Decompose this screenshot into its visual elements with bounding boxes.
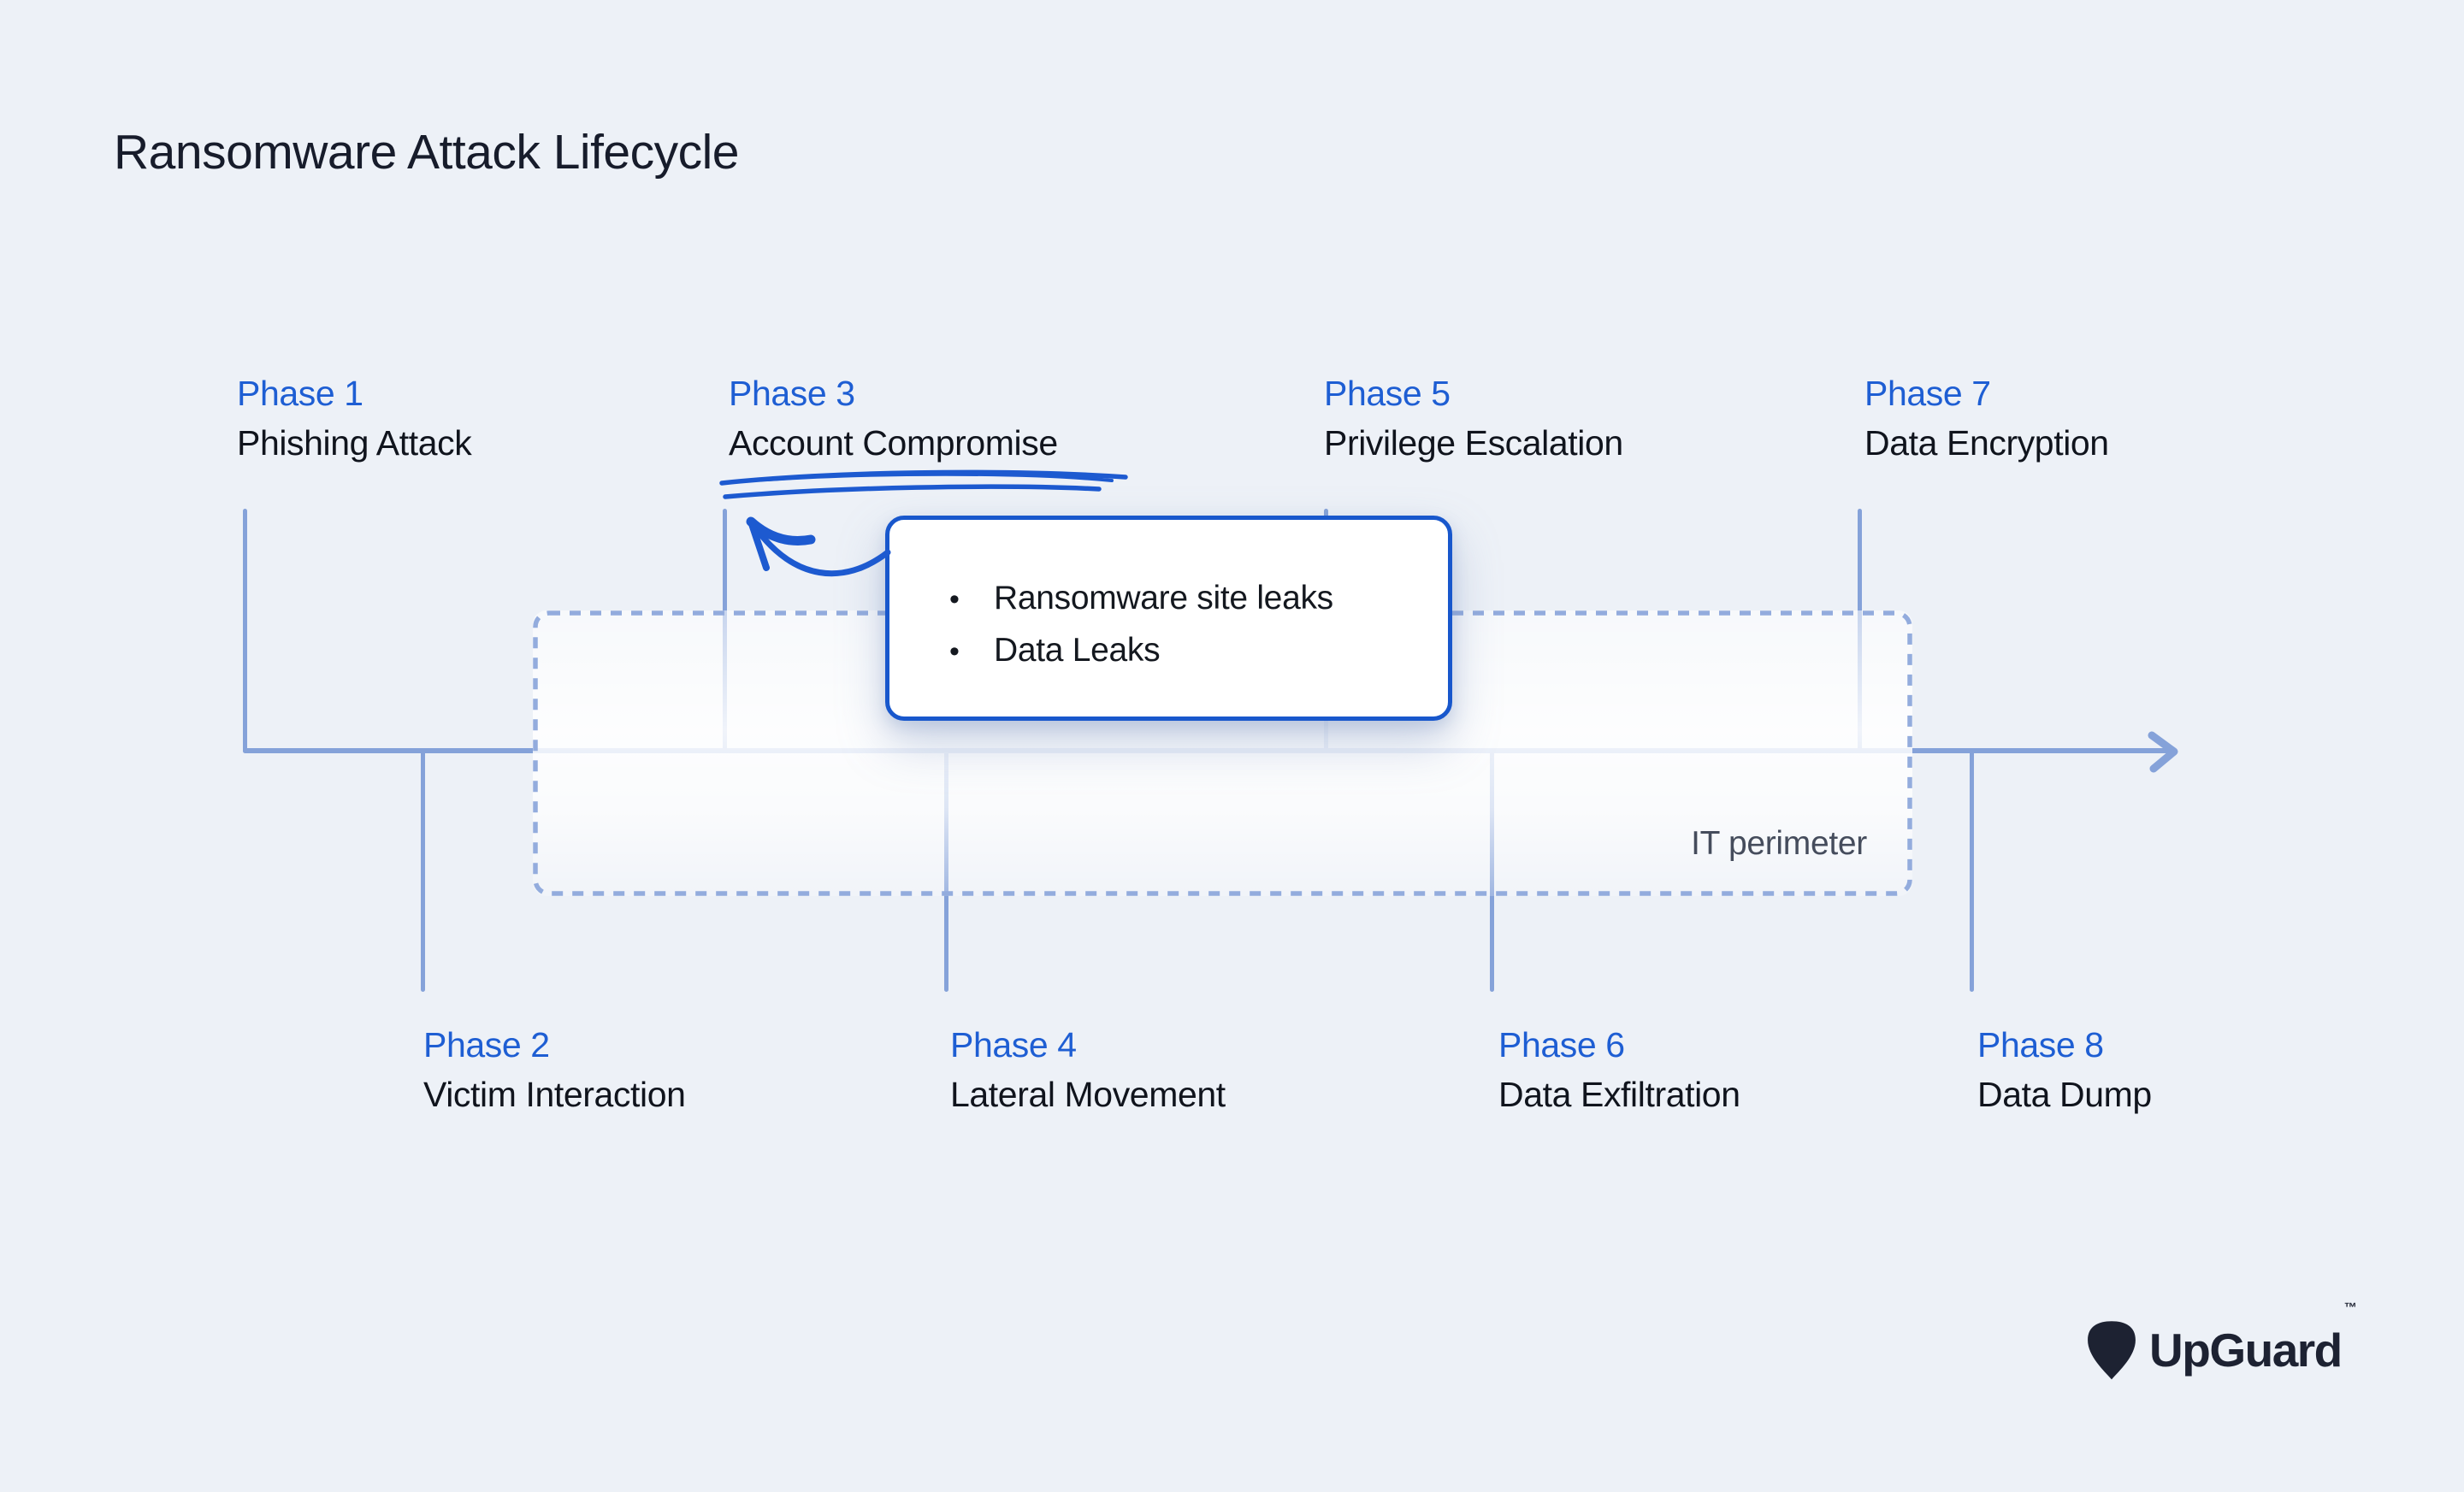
callout-item-text: Data Leaks bbox=[994, 632, 1161, 669]
phase-8-label: Phase 8 Data Dump bbox=[1977, 1028, 2152, 1112]
phase-2-label: Phase 2 Victim Interaction bbox=[423, 1028, 686, 1112]
it-perimeter-label: IT perimeter bbox=[1691, 825, 1867, 862]
phase-4-label: Phase 4 Lateral Movement bbox=[950, 1028, 1226, 1112]
bullet-icon: • bbox=[949, 635, 960, 668]
handdrawn-underline-icon bbox=[719, 469, 1128, 499]
handdrawn-arrow-icon bbox=[746, 516, 891, 577]
phase-7-label: Phase 7 Data Encryption bbox=[1864, 376, 2109, 461]
phase-3-label: Phase 3 Account Compromise bbox=[729, 376, 1058, 461]
callout-item: • Data Leaks bbox=[949, 625, 1448, 677]
callout-list: • Ransomware site leaks • Data Leaks bbox=[889, 520, 1448, 677]
callout-item: • Ransomware site leaks bbox=[949, 573, 1448, 625]
upguard-pick-icon bbox=[2088, 1321, 2136, 1380]
phase-1-name: Phishing Attack bbox=[237, 423, 472, 463]
callout-box: • Ransomware site leaks • Data Leaks bbox=[885, 516, 1452, 721]
phase-5-label: Phase 5 Privilege Escalation bbox=[1324, 376, 1623, 461]
phase-3-name: Account Compromise bbox=[729, 423, 1058, 463]
phase8-connector-line bbox=[1970, 751, 1974, 992]
trademark-symbol: ™ bbox=[2343, 1300, 2357, 1315]
upguard-logo-text: UpGuard™ bbox=[2149, 1300, 2357, 1377]
phase-1-number: Phase 1 bbox=[237, 374, 363, 413]
phase-4-name: Lateral Movement bbox=[950, 1075, 1226, 1114]
phase-2-number: Phase 2 bbox=[423, 1025, 550, 1064]
phase-6-number: Phase 6 bbox=[1498, 1025, 1625, 1064]
callout-item-text: Ransomware site leaks bbox=[994, 580, 1333, 616]
phase-7-name: Data Encryption bbox=[1864, 423, 2109, 463]
phase-8-number: Phase 8 bbox=[1977, 1025, 2104, 1064]
bullet-icon: • bbox=[949, 583, 960, 616]
phase2-connector-line bbox=[421, 751, 425, 992]
upguard-logo: UpGuard™ bbox=[2084, 1300, 2357, 1383]
phase-1-label: Phase 1 Phishing Attack bbox=[237, 374, 472, 463]
phase-8-name: Data Dump bbox=[1977, 1075, 2152, 1114]
phase-7-number: Phase 7 bbox=[1864, 374, 1991, 413]
phase-2-name: Victim Interaction bbox=[423, 1075, 686, 1114]
phase-4-number: Phase 4 bbox=[950, 1025, 1077, 1064]
phase-5-name: Privilege Escalation bbox=[1324, 423, 1623, 463]
phase-6-label: Phase 6 Data Exfiltration bbox=[1498, 1028, 1740, 1112]
phase-5-number: Phase 5 bbox=[1324, 374, 1451, 413]
phase-3-number: Phase 3 bbox=[729, 374, 855, 413]
phase1-connector-line bbox=[243, 509, 247, 753]
timeline-arrowhead-icon bbox=[2148, 731, 2178, 773]
phase-6-name: Data Exfiltration bbox=[1498, 1075, 1740, 1114]
page-title: Ransomware Attack Lifecycle bbox=[114, 125, 739, 180]
